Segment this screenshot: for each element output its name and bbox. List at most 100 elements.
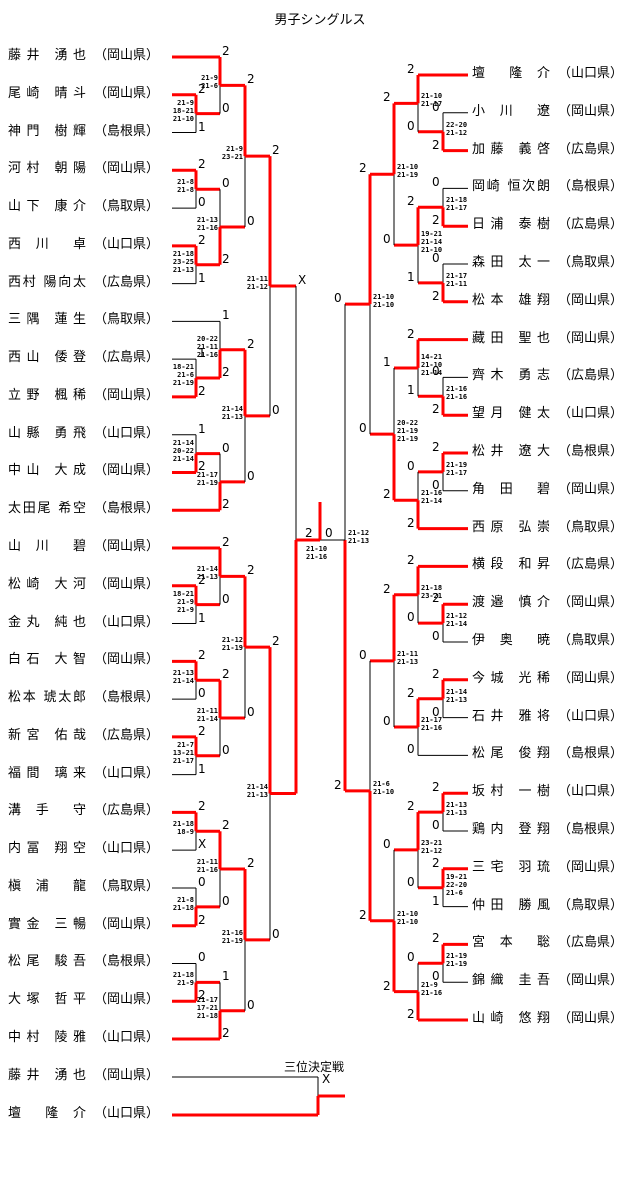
- player-name: 山 川 碧: [8, 539, 86, 554]
- player-prefecture: （島根県）: [558, 179, 624, 195]
- player-name: 伊 奥 暁: [472, 633, 550, 648]
- match-score: 2: [247, 72, 255, 87]
- player-prefecture: （島根県）: [558, 444, 624, 459]
- match-score: 2: [432, 855, 440, 870]
- player-name: 山縣 勇飛: [8, 425, 86, 441]
- match-score: 2: [432, 780, 440, 795]
- game-score: 21-8: [177, 895, 194, 904]
- player-prefecture: （岡山県）: [558, 973, 624, 989]
- game-score: 21-10: [421, 92, 443, 101]
- player-name: 白石 大智: [8, 652, 86, 668]
- game-score: 21-14: [446, 687, 468, 696]
- game-score: 18-21: [172, 106, 194, 115]
- player-prefecture: （広島県）: [94, 803, 160, 819]
- match-score: 0: [247, 997, 255, 1012]
- player-name: 山崎 悠翔: [472, 1011, 550, 1026]
- third-place-score: X: [322, 1072, 331, 1086]
- game-score: 21-12: [246, 282, 268, 291]
- match-score: 0: [383, 232, 391, 247]
- match-score: 0: [383, 836, 391, 851]
- player-prefecture: （鳥取県）: [94, 878, 160, 894]
- match-score: 2: [432, 591, 440, 606]
- game-score: 21-9: [177, 597, 194, 606]
- player-prefecture: （鳥取県）: [94, 312, 160, 328]
- player-name: 立野 楓稀: [8, 387, 86, 403]
- match-score: 2: [432, 666, 440, 681]
- game-score: 19-21: [421, 230, 443, 239]
- game-score: 21-16: [306, 553, 328, 561]
- game-score: 21-6: [201, 82, 218, 91]
- match-score: 2: [198, 232, 206, 247]
- game-score: 20-22: [397, 419, 419, 428]
- player-name: 角 田 碧: [472, 481, 550, 497]
- game-score: 21-13: [196, 215, 218, 224]
- player-prefecture: （鳥取県）: [558, 255, 624, 270]
- player-prefecture: （岡山県）: [94, 539, 160, 554]
- match-score: 1: [222, 969, 230, 984]
- game-score: 21-14: [421, 497, 443, 506]
- game-score: 21-11: [196, 706, 218, 715]
- player-name: 加藤 義啓: [472, 141, 550, 157]
- player-name: 内冨 翔空: [8, 841, 86, 857]
- match-score: 0: [432, 818, 440, 832]
- match-score: 2: [222, 44, 230, 58]
- game-score: 21-19: [397, 435, 419, 444]
- game-score: 21-13: [172, 669, 194, 678]
- game-score: 21-14: [421, 238, 443, 247]
- match-score: 2: [247, 336, 255, 351]
- player-name: 石井 雅将: [472, 708, 550, 724]
- game-score: 21-12: [221, 636, 243, 645]
- player-prefecture: （山口県）: [94, 614, 160, 630]
- match-score: 0: [198, 874, 206, 889]
- game-score: 18-21: [172, 363, 194, 372]
- player-name: 三宅 羽琉: [472, 859, 550, 875]
- match-score: 1: [432, 893, 440, 908]
- player-name: 松尾 俊翔: [472, 746, 550, 762]
- player-prefecture: （山口県）: [558, 708, 624, 724]
- match-score: 2: [272, 143, 280, 158]
- match-score: 0: [432, 969, 440, 984]
- game-score: 23-21: [421, 591, 443, 600]
- player-name: 中村 陵雅: [8, 1030, 86, 1046]
- player-name: 坂村 一樹: [472, 784, 550, 800]
- match-score: 2: [198, 81, 206, 96]
- game-score: 21-19: [196, 478, 218, 487]
- player-name: 實金 三暢: [8, 916, 86, 932]
- match-score: 2: [222, 667, 230, 682]
- player-name: 鶏内 登翔: [472, 822, 550, 837]
- game-score: 21-19: [221, 644, 243, 653]
- game-score: 21-12: [446, 128, 468, 137]
- player-name: 太田尾 希空: [8, 501, 86, 517]
- page-title: 男子シングルス: [274, 13, 366, 28]
- game-score: 21-16: [446, 385, 468, 394]
- game-score: 21-13: [446, 801, 468, 810]
- game-score: 21-9: [177, 605, 194, 614]
- game-score: 23-25: [172, 257, 194, 266]
- game-score: 21-17: [446, 468, 468, 477]
- player-prefecture: （山口県）: [558, 66, 624, 81]
- player-name: 大塚 哲平: [8, 992, 86, 1008]
- match-score: 2: [222, 1026, 230, 1041]
- match-score: 2: [198, 383, 206, 398]
- player-prefecture: （広島県）: [558, 217, 624, 233]
- match-score: 1: [383, 354, 391, 369]
- player-prefecture: （岡山県）: [94, 992, 160, 1008]
- match-score: 0: [407, 118, 415, 133]
- player-prefecture: （広島県）: [558, 141, 624, 157]
- match-score: X: [198, 837, 207, 852]
- match-score: 2: [198, 157, 206, 172]
- match-score: 1: [222, 308, 230, 323]
- match-score: 2: [198, 799, 206, 814]
- game-score: 21-16: [421, 724, 443, 733]
